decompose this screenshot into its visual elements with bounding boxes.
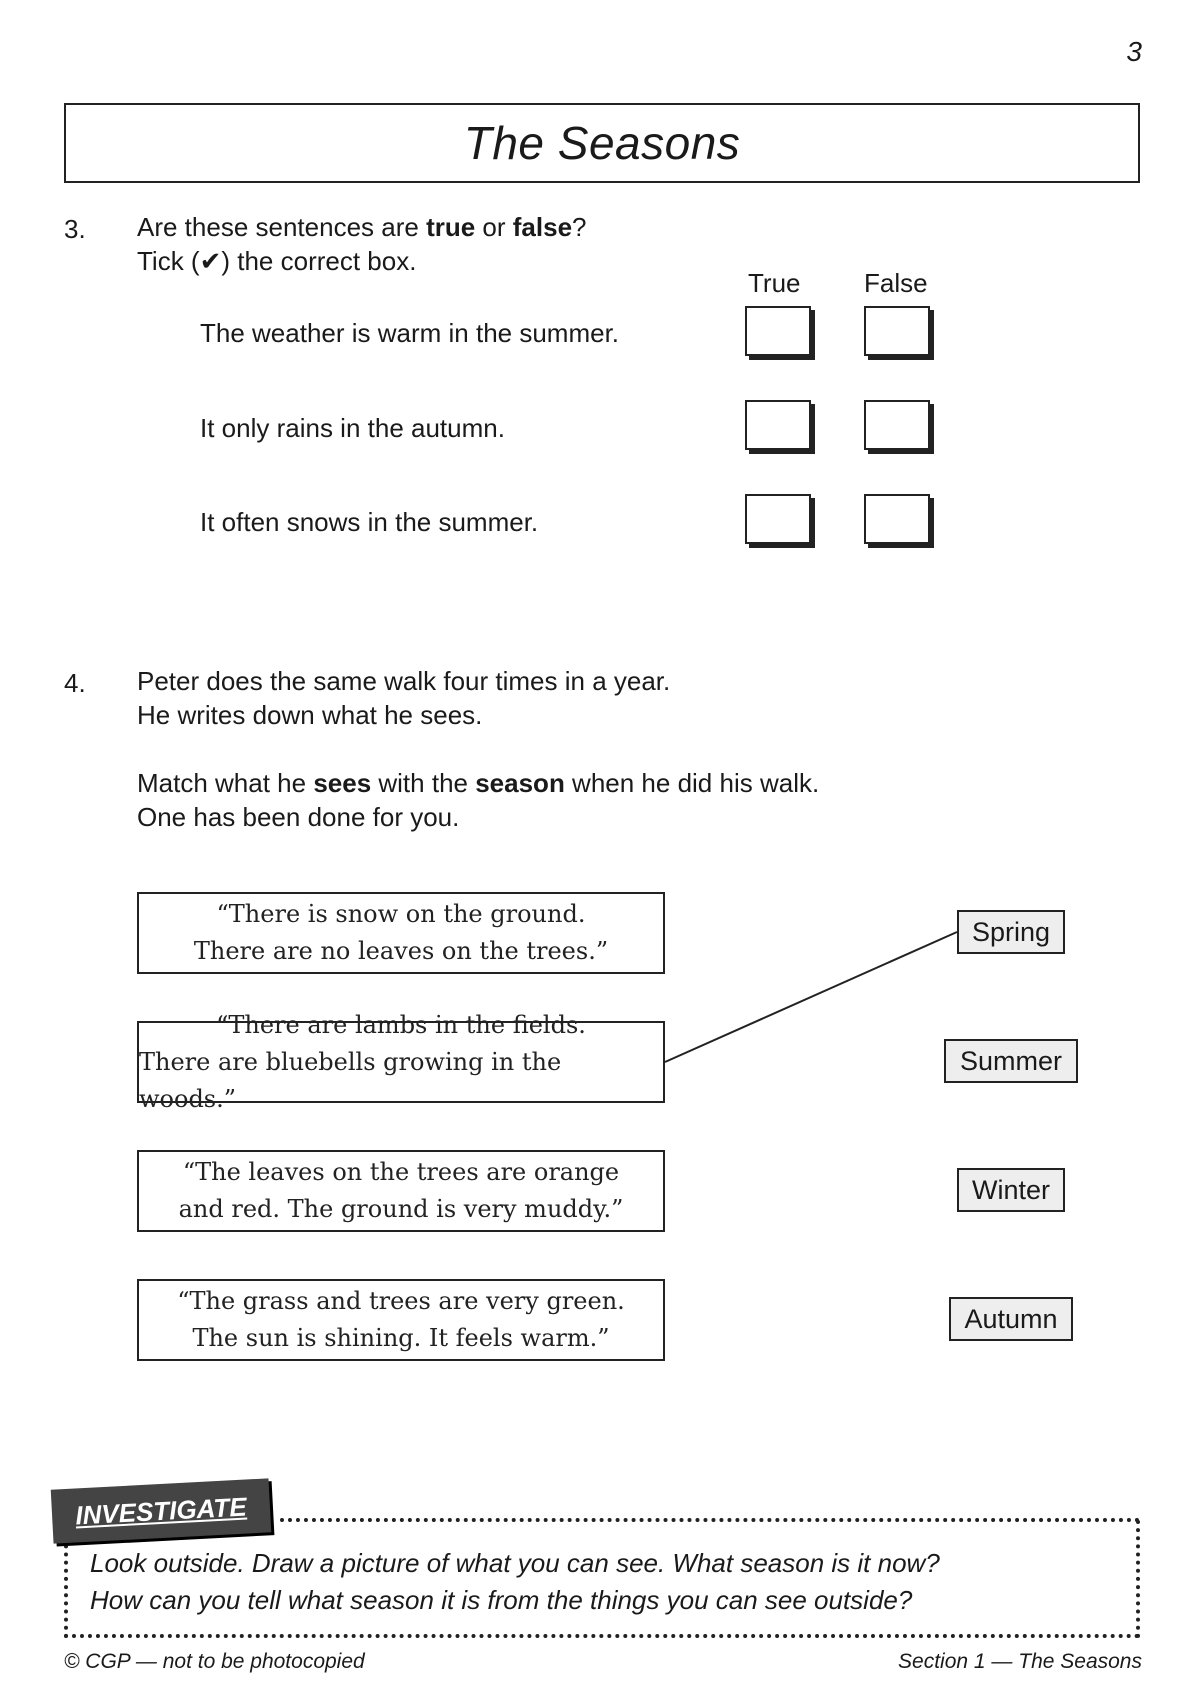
question-3-number: 3.	[64, 214, 86, 244]
question-3-line-1: Are these sentences are true or false?	[137, 212, 587, 242]
tickbox-true-3[interactable]	[745, 494, 811, 544]
question-3-line-2: Tick (✔) the correct box.	[137, 246, 417, 276]
quote-4-line-2: The sun is shining. It feels warm.”	[192, 1324, 610, 1352]
footer-copyright: © CGP — not to be photocopied	[64, 1650, 365, 1673]
question-4-instruction-1: Match what he sees with the season when …	[137, 768, 820, 798]
tickbox-true-2[interactable]	[745, 400, 811, 450]
tickbox-true-1[interactable]	[745, 306, 811, 356]
investigate-line-1: Look outside. Draw a picture of what you…	[90, 1548, 940, 1578]
season-box-spring[interactable]: Spring	[957, 910, 1065, 954]
quote-1-line-2: There are no leaves on the trees.”	[193, 937, 609, 965]
tickbox-false-3[interactable]	[864, 494, 930, 544]
quote-3-line-2: and red. The ground is very muddy.”	[178, 1195, 624, 1223]
column-true-header: True	[748, 268, 801, 298]
season-box-autumn[interactable]: Autumn	[949, 1297, 1073, 1341]
question-4-intro-1: Peter does the same walk four times in a…	[137, 666, 671, 696]
example-match-line	[664, 931, 958, 1063]
question-4-instruction-2: One has been done for you.	[137, 802, 460, 832]
quote-1-line-1: “There is snow on the ground.	[216, 900, 586, 928]
footer-section: Section 1 — The Seasons	[898, 1650, 1142, 1673]
quote-2-line-2: There are bluebells growing in the woods…	[139, 1047, 562, 1113]
statement-1: The weather is warm in the summer.	[200, 318, 620, 348]
investigate-box	[64, 1520, 1140, 1638]
season-box-summer[interactable]: Summer	[944, 1039, 1078, 1083]
investigate-line-2: How can you tell what season it is from …	[90, 1585, 913, 1615]
title-box: The Seasons	[64, 103, 1140, 183]
question-4-intro-2: He writes down what he sees.	[137, 700, 483, 730]
investigate-label: INVESTIGATE	[50, 1478, 272, 1544]
page-number: 3	[1126, 36, 1142, 67]
question-4-number: 4.	[64, 668, 86, 698]
tickbox-false-1[interactable]	[864, 306, 930, 356]
quote-2-line-1: “There are lambs in the fields.	[216, 1010, 586, 1039]
column-false-header: False	[864, 268, 928, 298]
quote-box-1[interactable]: “There is snow on the ground. There are …	[137, 892, 665, 974]
quote-4-line-1: “The grass and trees are very green.	[177, 1287, 625, 1315]
quote-box-2[interactable]: “There are lambs in the fields. There ar…	[137, 1011, 665, 1113]
investigate-dotted-top	[280, 1518, 1140, 1522]
quote-box-4[interactable]: “The grass and trees are very green. The…	[137, 1279, 665, 1361]
statement-2: It only rains in the autumn.	[200, 413, 505, 443]
quote-3-line-1: “The leaves on the trees are orange	[182, 1158, 620, 1186]
statement-3: It often snows in the summer.	[200, 507, 539, 537]
quote-box-3[interactable]: “The leaves on the trees are orange and …	[137, 1150, 665, 1232]
season-box-winter[interactable]: Winter	[957, 1168, 1065, 1212]
investigate-label-text: INVESTIGATE	[74, 1491, 248, 1530]
tickbox-false-2[interactable]	[864, 400, 930, 450]
page-title: The Seasons	[463, 117, 741, 169]
